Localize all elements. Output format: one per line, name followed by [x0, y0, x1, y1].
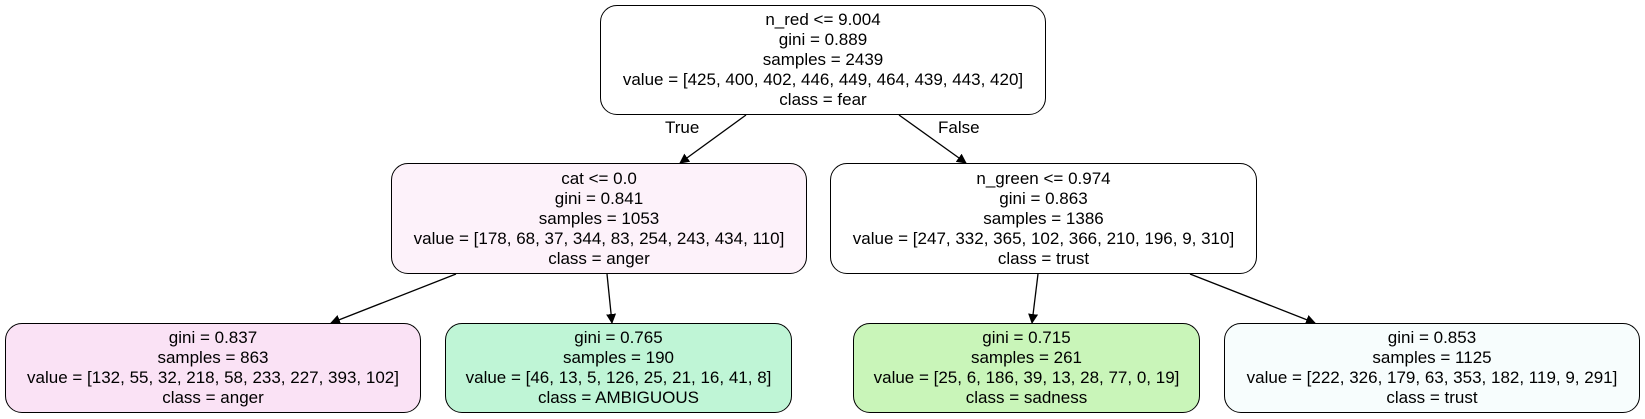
node-samples: samples = 261	[970, 348, 1083, 367]
node-class: class = fear	[779, 90, 867, 109]
tree-leaf-2: gini = 0.765 samples = 190 value = [46, …	[445, 323, 792, 413]
node-value: value = [25, 6, 186, 39, 13, 28, 77, 0, …	[873, 368, 1180, 387]
tree-node-left: cat <= 0.0 gini = 0.841 samples = 1053 v…	[391, 163, 807, 274]
tree-leaf-3: gini = 0.715 samples = 261 value = [25, …	[853, 323, 1200, 413]
node-class: class = anger	[548, 248, 650, 268]
node-value: value = [46, 13, 5, 126, 25, 21, 16, 41,…	[465, 368, 772, 387]
edge-left-to-leaf-1	[330, 273, 457, 325]
node-value: value = [425, 400, 402, 446, 449, 464, 4…	[622, 70, 1024, 89]
node-split-rule: n_green <= 0.974	[976, 168, 1111, 188]
node-value: value = [132, 55, 32, 218, 58, 233, 227,…	[27, 368, 399, 387]
node-value: value = [222, 326, 179, 63, 353, 182, 11…	[1246, 368, 1618, 387]
node-class: class = trust	[997, 248, 1090, 268]
node-samples: samples = 1053	[538, 208, 660, 228]
node-gini: gini = 0.715	[982, 328, 1071, 347]
node-class: class = trust	[1386, 388, 1478, 407]
edge-label-true: True	[665, 118, 700, 137]
node-samples: samples = 1125	[1372, 348, 1492, 367]
node-class: class = sadness	[965, 388, 1088, 407]
tree-leaf-1: gini = 0.837 samples = 863 value = [132,…	[5, 323, 421, 413]
node-gini: gini = 0.837	[168, 328, 258, 347]
node-samples: samples = 190	[562, 348, 675, 367]
tree-node-root: n_red <= 9.004 gini = 0.889 samples = 24…	[600, 5, 1046, 115]
node-split-rule: cat <= 0.0	[561, 168, 637, 188]
node-samples: samples = 2439	[762, 50, 884, 69]
edge-right-to-leaf-4	[1189, 273, 1316, 325]
node-value: value = [178, 68, 37, 344, 83, 254, 243,…	[413, 228, 785, 248]
node-split-rule: n_red <= 9.004	[765, 10, 881, 29]
node-gini: gini = 0.863	[999, 188, 1088, 208]
node-gini: gini = 0.889	[778, 30, 868, 49]
node-class: class = AMBIGUOUS	[537, 388, 700, 407]
node-gini: gini = 0.841	[554, 188, 644, 208]
edge-right-to-leaf-3	[1028, 273, 1039, 324]
edge-label-false: False	[938, 118, 980, 137]
tree-leaf-4: gini = 0.853 samples = 1125 value = [222…	[1224, 323, 1640, 413]
node-gini: gini = 0.765	[574, 328, 663, 347]
node-samples: samples = 1386	[983, 208, 1104, 228]
edge-left-to-leaf-2	[606, 273, 617, 324]
node-samples: samples = 863	[157, 348, 269, 367]
edge-root-to-left	[679, 114, 747, 164]
node-value: value = [247, 332, 365, 102, 366, 210, 1…	[852, 228, 1235, 248]
edge-root-to-right	[898, 114, 967, 164]
node-class: class = anger	[162, 388, 264, 407]
tree-node-right: n_green <= 0.974 gini = 0.863 samples = …	[830, 163, 1257, 274]
node-gini: gini = 0.853	[1387, 328, 1477, 347]
